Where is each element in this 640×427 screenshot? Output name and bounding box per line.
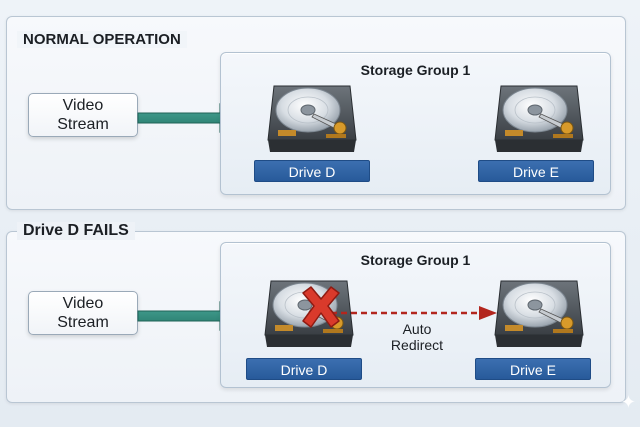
drive-d-label: Drive D — [254, 160, 370, 182]
normal-operation-title: NORMAL OPERATION — [17, 31, 187, 48]
hard-drive-icon — [494, 85, 584, 153]
video-stream-line1: Video — [62, 295, 104, 312]
normal-operation-panel: NORMAL OPERATION Video Stream Storage Gr… — [6, 16, 626, 210]
video-stream-line1: Video — [62, 97, 104, 114]
sparkle-icon: ✦ — [620, 392, 636, 412]
storage-group-title: Storage Group 1 — [360, 252, 471, 268]
hard-drive-icon — [494, 280, 584, 348]
drive-e-label: Drive E — [475, 358, 591, 380]
drive-failure-title: Drive D FAILS — [17, 222, 135, 240]
auto-redirect-label: Auto Redirect — [377, 321, 457, 353]
video-stream-line2: Stream — [57, 314, 109, 331]
auto-redirect-line1: Auto — [402, 321, 432, 337]
drive-e-label: Drive E — [478, 160, 594, 182]
drive-d-label: Drive D — [246, 358, 362, 380]
storage-group: Storage Group 1 Auto Redirect Drive D Dr… — [220, 242, 611, 388]
video-stream-source: Video Stream — [28, 93, 138, 137]
auto-redirect-line2: Redirect — [390, 337, 444, 353]
drive-failure-panel: Drive D FAILS Video Stream Storage Group… — [6, 222, 626, 403]
hard-drive-icon — [267, 85, 357, 153]
storage-group: Storage Group 1 Drive D Drive E — [220, 52, 611, 195]
auto-redirect-arrow-icon — [331, 306, 497, 320]
video-stream-source: Video Stream — [28, 291, 138, 335]
fail-x-icon — [302, 286, 340, 328]
storage-group-title: Storage Group 1 — [360, 62, 471, 78]
video-stream-line2: Stream — [57, 116, 109, 133]
